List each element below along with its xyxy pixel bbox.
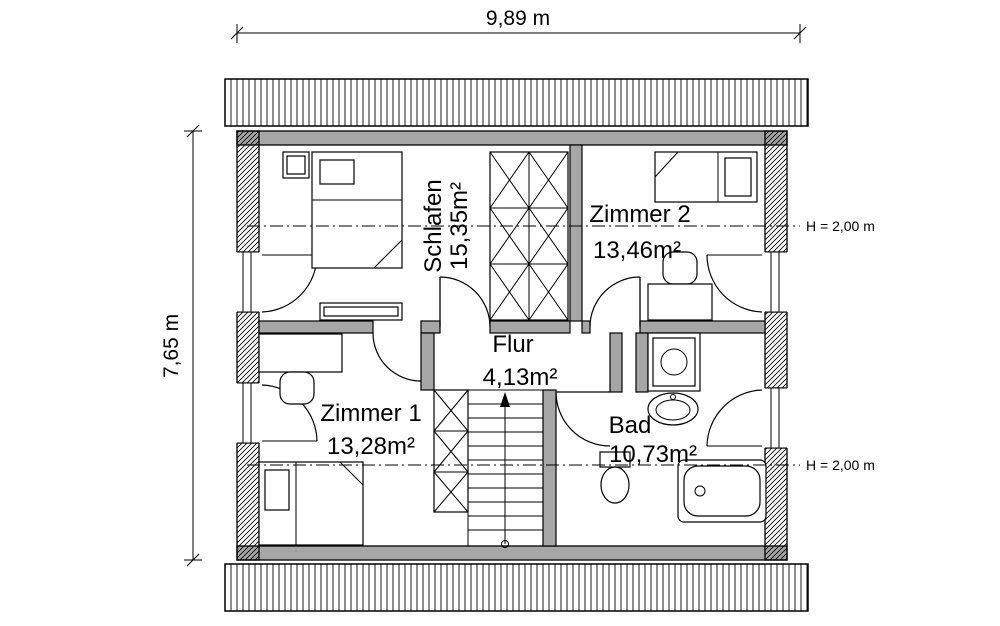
room-area-schlafen: 15,35m²	[446, 182, 473, 270]
roof-hatch-top	[224, 78, 809, 127]
exterior-wall-bottom	[236, 545, 788, 561]
room-name-zimmer2: Zimmer 2	[589, 201, 690, 228]
exterior-wall-right	[764, 311, 788, 389]
zimmer2-door-arc	[589, 276, 641, 328]
room-name-schlafen: Schlafen	[420, 179, 447, 272]
height-line-2: H = 2,00 m	[247, 457, 875, 473]
nightstand	[282, 151, 310, 179]
left-dimension-label: 7,65 m	[160, 314, 183, 378]
window-swing-arc	[261, 254, 318, 313]
height-line-1: H = 2,00 m	[247, 218, 875, 234]
single-bed-zimmer2	[654, 151, 758, 203]
room-labels: Schlafen 15,35m² Zimmer 2 13,46m² Flur 4…	[320, 179, 697, 468]
stair-arrow-icon	[500, 392, 510, 407]
chair-zimmer1	[279, 371, 315, 405]
interior-walls	[258, 144, 766, 547]
wall-stub-zimmer2	[581, 320, 591, 334]
exterior-wall-left	[236, 442, 260, 561]
height-line-1-label: H = 2,00 m	[806, 218, 875, 234]
wall-schlafen-zimmer1	[258, 320, 374, 334]
wall-zimmer1-flur	[420, 332, 435, 391]
wardrobe-hall	[433, 389, 469, 513]
wall-flur-bad	[609, 332, 623, 393]
window-left-top	[236, 251, 318, 313]
desk-zimmer1	[258, 333, 343, 373]
roof-hatch-bottom	[224, 563, 809, 612]
single-bed-zimmer1	[258, 461, 364, 546]
bad-door-arc	[555, 391, 611, 447]
room-name-zimmer1: Zimmer 1	[320, 400, 421, 427]
zimmer1-door-arc	[372, 332, 422, 382]
wall-stub-flur	[420, 320, 441, 334]
interior-doors	[372, 276, 641, 447]
wall-washer-nook	[635, 332, 649, 393]
wardrobe-built-in	[489, 151, 569, 321]
exterior-wall-right	[764, 130, 788, 253]
wall-zimmer2-bad	[639, 320, 766, 334]
double-bed	[311, 151, 403, 269]
exterior-wall-left	[236, 311, 260, 384]
wall-stairs-right	[542, 389, 557, 547]
window-swing-arc	[706, 254, 763, 313]
wall-zimmer2-left	[569, 144, 583, 322]
left-dimension: 7,65 m	[160, 124, 202, 567]
schlafen-door-arc	[439, 276, 491, 328]
exterior-wall-top	[236, 130, 788, 146]
staircase	[467, 389, 543, 548]
room-area-bad: 10,73m²	[609, 441, 697, 468]
room-area-zimmer2: 13,46m²	[593, 237, 681, 264]
bathroom-sink	[647, 392, 699, 426]
top-dimension: 9,89 m	[230, 7, 807, 43]
room-area-flur: 4,13m²	[483, 364, 558, 391]
room-name-flur: Flur	[492, 331, 533, 358]
top-dimension-label: 9,89 m	[486, 7, 550, 30]
desk-zimmer2	[647, 283, 713, 321]
window-right-top	[706, 251, 788, 313]
room-name-bad: Bad	[609, 412, 652, 439]
bathtub	[677, 459, 767, 523]
toilet	[599, 451, 631, 504]
washing-machine	[647, 332, 701, 392]
window-swing-arc	[706, 389, 763, 447]
exterior-wall-left	[236, 130, 260, 253]
exterior-walls	[236, 130, 788, 561]
sideboard	[319, 302, 403, 321]
height-line-2-label: H = 2,00 m	[806, 457, 875, 473]
room-area-zimmer1: 13,28m²	[327, 433, 415, 460]
window-right-bottom	[706, 387, 788, 449]
